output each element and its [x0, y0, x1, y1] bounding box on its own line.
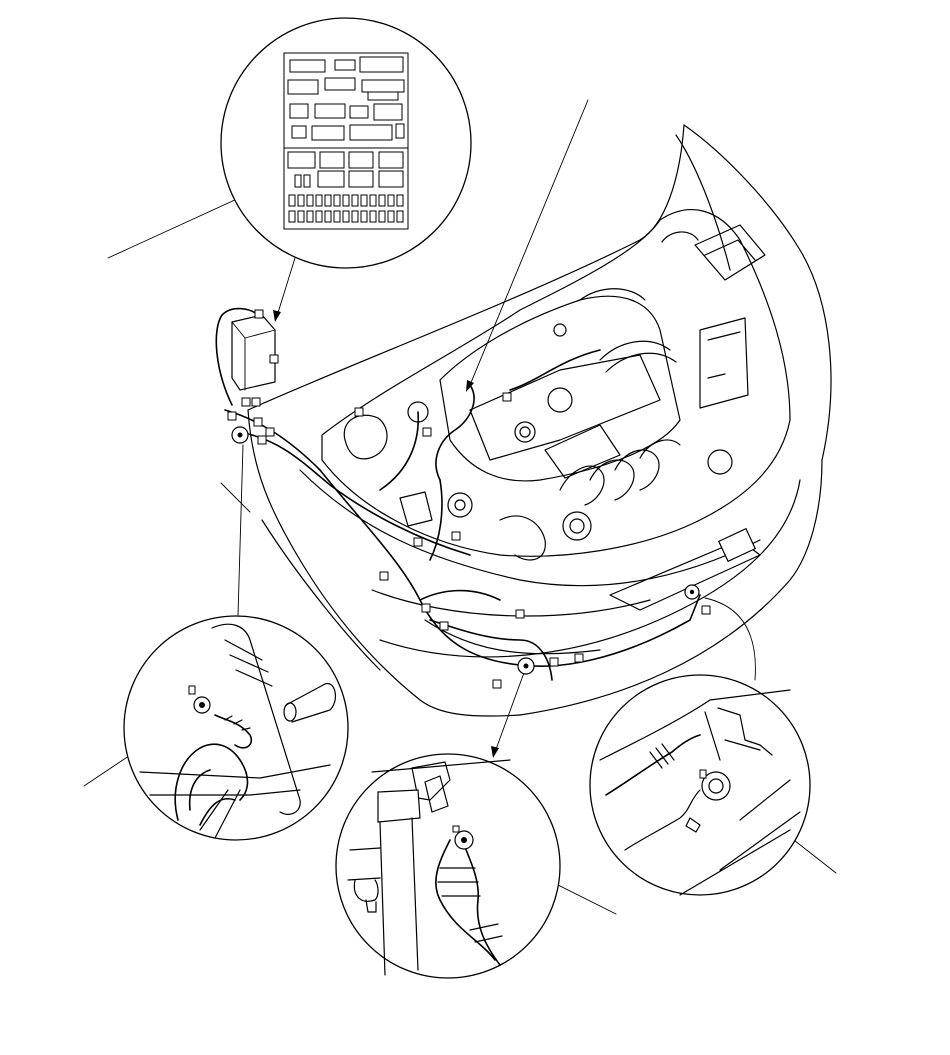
left-ground-detail: [123, 615, 349, 841]
ground-bolt-icon: [231, 426, 700, 675]
wire-harness: [215, 307, 711, 689]
center-ground-detail: [335, 753, 561, 979]
fuse-row: [288, 194, 404, 223]
link-line-right: [704, 597, 756, 681]
battery: [699, 317, 749, 409]
harness-branch-fuse-box: [215, 307, 259, 406]
harness-front-right: [519, 594, 701, 667]
leader-line-fuse-box-down: [276, 257, 296, 317]
bumper-left-outline: [247, 409, 521, 717]
fuse-relay-box-detail: [220, 17, 472, 269]
ground-bolt-icon: [701, 771, 731, 801]
fuse-relay-box-on-vehicle: [231, 314, 276, 391]
engine-block: [439, 295, 681, 482]
link-line-left-2: [220, 482, 251, 513]
link-line-left: [237, 444, 244, 616]
vehicle-front-body: [247, 124, 832, 717]
detail-circle-left: [123, 615, 349, 841]
leader-arrowhead: [273, 310, 281, 322]
leader-arrowhead: [491, 746, 499, 758]
leader-line-harness: [469, 99, 589, 386]
leader-line-center-ground: [494, 669, 526, 753]
connector-icon: [227, 309, 711, 689]
bumper-right-outline: [519, 459, 823, 716]
harness-main: [224, 409, 521, 666]
air-filter-box: [694, 224, 766, 281]
right-ground-detail: [589, 674, 811, 896]
detail-circle-center: [335, 753, 561, 979]
detail-circle-right: [589, 674, 811, 896]
engine-bay-outline: [321, 209, 791, 557]
hood-right-edge: [683, 124, 832, 461]
hood-edge: [247, 124, 685, 411]
